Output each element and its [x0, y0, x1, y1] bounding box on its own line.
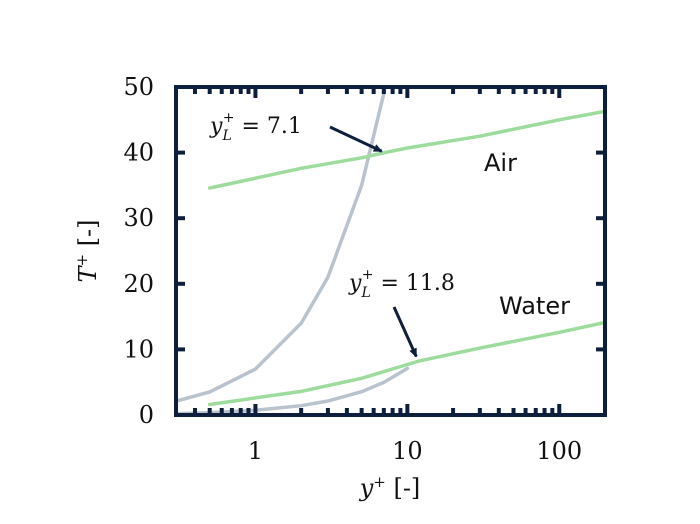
x-tick-labels: 1 10 100 — [248, 437, 582, 465]
y-tick-label-1: 10 — [123, 335, 154, 363]
y-tick-label-0: 0 — [139, 401, 154, 429]
y-tick-labels: 0 10 20 30 40 50 — [123, 73, 154, 429]
plot-frame — [174, 85, 607, 417]
linear-curve-1 — [176, 87, 387, 403]
curves-layer — [176, 87, 605, 415]
x-tick-label-0: 1 — [248, 437, 263, 465]
y-tick-label-4: 40 — [123, 139, 154, 167]
arrow-water — [392, 306, 418, 358]
y-tick-label-2: 20 — [123, 270, 154, 298]
y-axis-label: T+ [-] — [73, 219, 102, 282]
arrow-air — [329, 125, 383, 153]
x-tick-label-1: 10 — [392, 437, 423, 465]
label-air: Air — [484, 149, 517, 177]
annotation-air-yl: yL+ = 7.1 — [209, 110, 302, 144]
log-curve-2 — [207, 109, 605, 190]
arrows-layer — [329, 125, 418, 358]
y-tick-label-3: 30 — [123, 204, 154, 232]
y-tick-label-5: 50 — [123, 73, 154, 101]
tick-marks — [174, 85, 607, 417]
label-water: Water — [499, 292, 570, 320]
annotation-water-yl: yL+ = 11.8 — [348, 267, 455, 301]
linear-curve-0 — [176, 366, 410, 415]
x-tick-label-2: 100 — [536, 437, 582, 465]
x-axis-label: y+ [-] — [359, 473, 421, 502]
log-curve-3 — [207, 320, 605, 407]
